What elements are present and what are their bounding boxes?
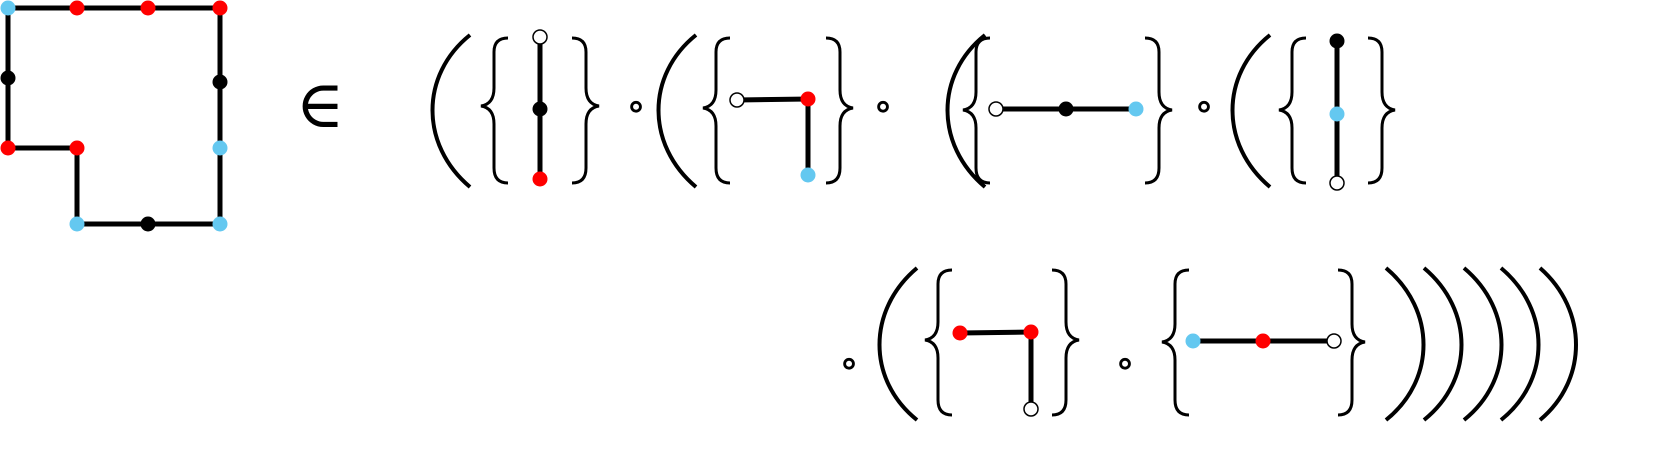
open-brace [480,36,509,185]
open-paren-5 [877,266,919,422]
shape-node-red [69,0,85,16]
node-blue [1128,101,1144,117]
close-brace [825,36,854,185]
open-paren-1 [430,33,472,189]
shape-node-blue [212,140,228,156]
factor-vertical-2 [1278,33,1396,191]
open-brace [702,36,731,185]
close-paren-1 [1384,266,1426,422]
node-white [988,101,1004,117]
node-red [1255,333,1271,349]
shape-node-red [212,0,228,16]
node-red [532,171,548,187]
open-brace [924,268,953,417]
node-white [1329,175,1345,191]
close-paren-4 [1499,266,1541,422]
element-of-symbol: ∈ [296,66,345,143]
compose-operator: ∘ [839,338,860,387]
node-blue [800,167,816,183]
close-brace [1144,36,1173,185]
shape-node-red [140,0,156,16]
node-blue [1185,333,1201,349]
node-white [729,92,745,108]
node-red [952,325,968,341]
factor-corner-2 [924,268,1080,417]
factor-horizontal-1 [962,36,1173,185]
node-red [1023,324,1039,340]
node-black [1329,33,1345,49]
edge [959,329,1034,409]
compose-operator: ∘ [626,81,647,130]
close-brace [571,36,600,185]
shape-node-black [212,74,228,90]
factor-horizontal-2 [1161,268,1366,417]
close-paren-2 [1422,266,1464,422]
compose-operator: ∘ [873,81,894,130]
factor-corner-1 [702,36,854,185]
node-black [1058,101,1074,117]
open-paren-2 [656,33,698,189]
open-paren-3 [945,33,987,189]
expression-row-1: ∘ ∘ ∘ [430,29,1396,191]
node-white [532,29,548,45]
shape-node-blue [212,216,228,232]
close-brace [1051,268,1080,417]
open-brace [1161,268,1190,417]
close-paren-3 [1462,266,1504,422]
compose-operator: ∘ [1194,81,1215,130]
shape-node-red [69,140,85,156]
node-white [1326,333,1342,349]
close-brace [1367,36,1396,185]
close-brace [1337,268,1366,417]
node-black [532,101,548,117]
factor-vertical-1 [480,29,600,187]
shape-node-black [0,70,16,86]
compose-operator: ∘ [1115,338,1136,387]
shape-node-blue [0,0,16,16]
polyomino-path-shape [0,0,228,232]
shape-node-red [0,140,16,156]
shape-node-blue [69,216,85,232]
open-paren-4 [1230,33,1272,189]
node-white [1023,401,1039,417]
node-red [800,91,816,107]
open-brace [962,36,991,185]
close-paren-5 [1538,266,1578,422]
shape-outline [5,5,223,227]
expression-row-2: ∘ ∘ [839,266,1578,422]
node-blue [1329,106,1345,122]
edge [736,96,811,175]
open-brace [1278,36,1307,185]
shape-node-black [140,216,156,232]
